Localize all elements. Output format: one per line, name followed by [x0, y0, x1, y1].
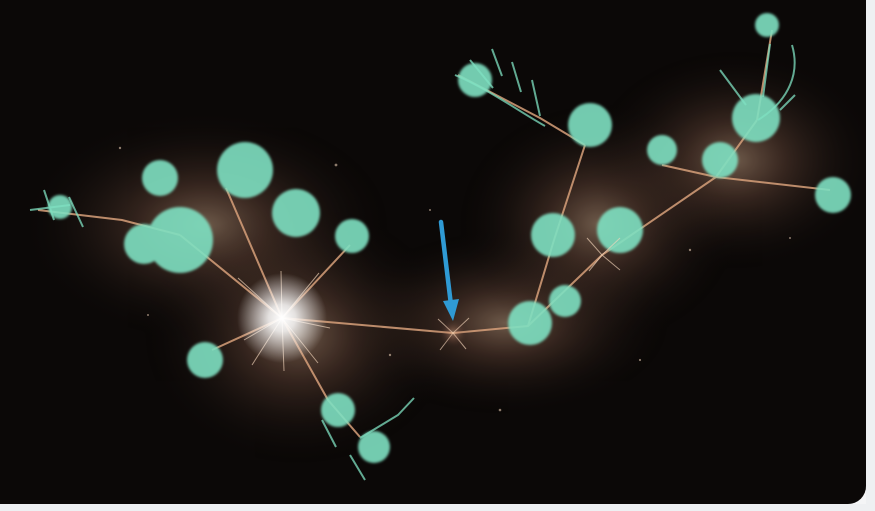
- particle: [334, 163, 338, 167]
- edge-right-small-branch: [661, 164, 717, 178]
- blue-callout-arrow: [438, 219, 459, 321]
- bottom-white-gutter: [0, 504, 875, 511]
- left-cluster-leaves-b: [142, 160, 178, 196]
- bottom-branch-detail: [321, 397, 415, 481]
- upper-middle-cluster: [272, 189, 320, 237]
- particle: [118, 146, 122, 150]
- particle: [388, 353, 392, 357]
- far-right-cluster: [815, 177, 851, 213]
- particle: [429, 209, 431, 211]
- far-left-branch-detail: [29, 189, 84, 228]
- teal-leaf-clusters: [48, 13, 851, 463]
- top-right-branch-detail: [719, 43, 796, 121]
- middle-right-leaves: [549, 285, 581, 317]
- arrow-target-node: [437, 317, 469, 349]
- top-middle-cluster: [568, 103, 612, 147]
- particle: [147, 314, 149, 316]
- particle: [789, 237, 791, 239]
- particle: [498, 408, 502, 412]
- right-white-gutter: [866, 0, 875, 511]
- scattered-particles: [118, 146, 791, 412]
- arrow-shaft: [438, 219, 454, 308]
- edge-right-long-branch: [715, 176, 831, 191]
- right-node-rays: [586, 237, 621, 272]
- particle: [638, 358, 642, 362]
- top-left-branch-detail: [454, 48, 546, 127]
- upper-left-cluster: [217, 142, 273, 198]
- left-cluster-leaves-a: [124, 224, 164, 264]
- branch-details: [29, 43, 796, 481]
- small-upper-cluster: [335, 219, 369, 253]
- right-fan-cluster: [702, 142, 738, 178]
- upper-right-circle-cluster: [732, 94, 780, 142]
- network-graph-svg: [20, 13, 866, 481]
- vertical-branch-cluster: [531, 213, 575, 257]
- bright-central-hub: [237, 273, 327, 363]
- middle-right-hub-cluster: [508, 301, 552, 345]
- lower-left-cluster: [187, 342, 223, 378]
- network-visualization-image: [0, 0, 866, 504]
- left-large-cluster: [147, 207, 213, 273]
- bottom-cluster-a: [321, 393, 355, 427]
- right-upper-small-cluster: [647, 135, 677, 165]
- bottom-cluster-b: [358, 431, 390, 463]
- arrow-head: [443, 299, 459, 321]
- top-right-tip-cluster: [755, 13, 779, 37]
- right-middle-cluster: [597, 207, 643, 253]
- particle: [688, 248, 692, 252]
